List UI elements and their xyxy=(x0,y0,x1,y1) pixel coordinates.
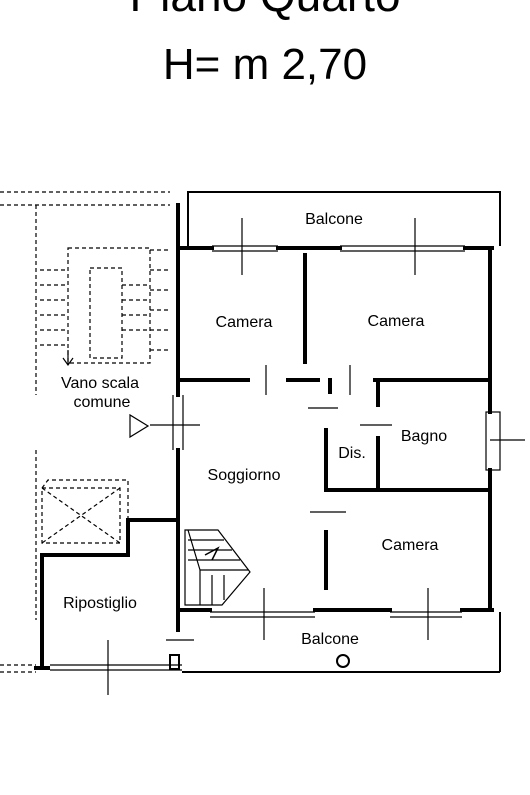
room-label-balcone-bottom: Balcone xyxy=(301,631,359,648)
room-label-soggiorno: Soggiorno xyxy=(208,467,281,484)
room-label-camera-left: Camera xyxy=(216,314,273,331)
common-staircase xyxy=(0,191,170,673)
room-label-camera-bottom: Camera xyxy=(382,537,439,554)
plan-title: Piano Quarto xyxy=(0,0,530,18)
room-label-comune: comune xyxy=(74,394,131,411)
room-label-vano-scala: Vano scala xyxy=(61,375,139,392)
room-label-camera-right: Camera xyxy=(368,313,425,330)
walls xyxy=(34,191,501,670)
openings xyxy=(50,218,525,695)
internal-staircase xyxy=(184,529,251,606)
room-label-ripostiglio: Ripostiglio xyxy=(63,595,137,612)
room-label-dis: Dis. xyxy=(338,445,366,462)
ceiling-height-label: H= m 2,70 xyxy=(162,40,368,89)
room-label-balcone-top: Balcone xyxy=(305,211,363,228)
room-label-bagno: Bagno xyxy=(401,428,447,445)
